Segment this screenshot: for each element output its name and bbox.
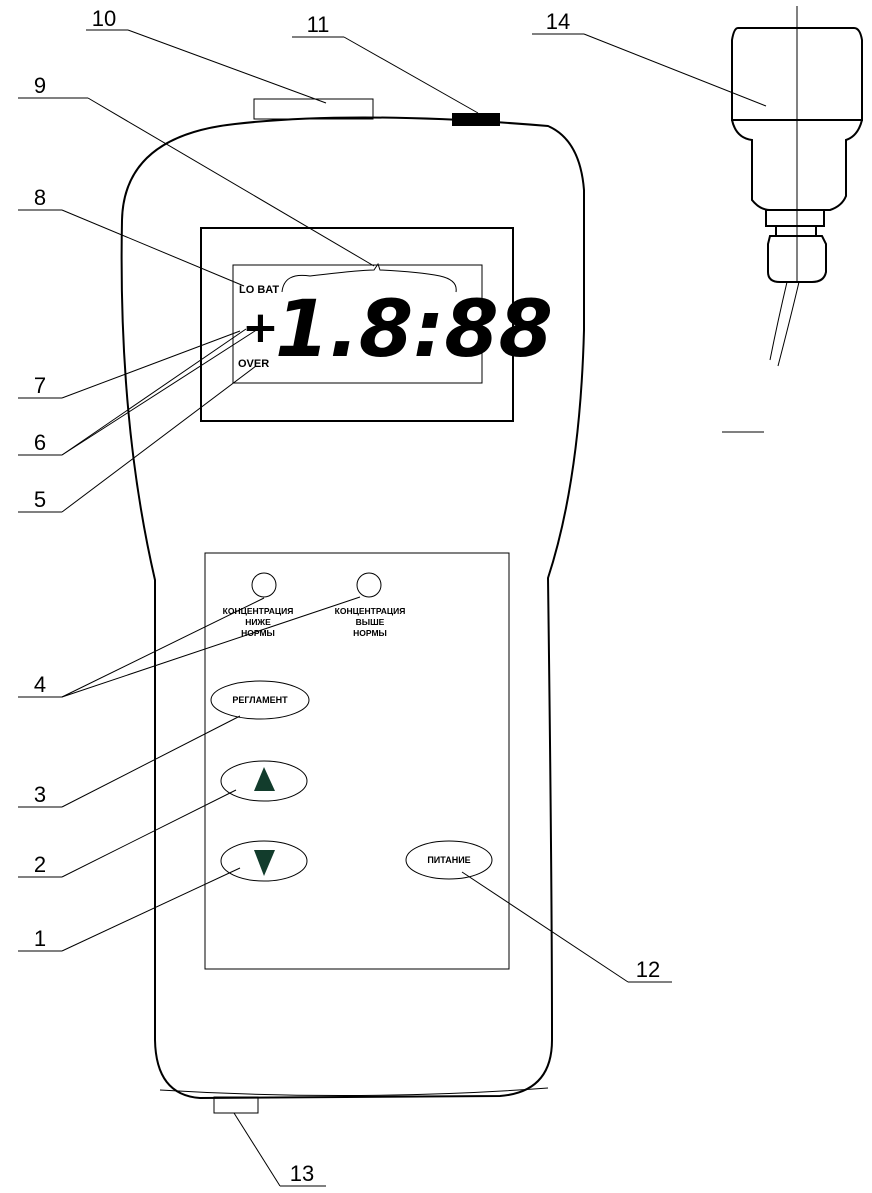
- svg-text:НИЖЕ: НИЖЕ: [245, 617, 271, 627]
- svg-text:КОНЦЕНТРАЦИЯ: КОНЦЕНТРАЦИЯ: [335, 606, 406, 616]
- callout-3: 3: [34, 782, 46, 807]
- digit-brace: [281, 262, 457, 293]
- svg-text:НОРМЫ: НОРМЫ: [241, 628, 275, 638]
- svg-text:НОРМЫ: НОРМЫ: [353, 628, 387, 638]
- callout-13: 13: [290, 1161, 314, 1186]
- callout-1: 1: [34, 926, 46, 951]
- up-button[interactable]: [220, 760, 308, 802]
- device-body: [120, 116, 585, 1100]
- callout-12: 12: [636, 957, 660, 982]
- callout-6: 6: [34, 430, 46, 455]
- callout-4: 4: [34, 672, 46, 697]
- down-button[interactable]: [220, 840, 308, 882]
- sensor-probe: [722, 6, 863, 433]
- display-window: LO BAT + 1.8:88 OVER: [200, 227, 553, 422]
- over-label: OVER: [238, 358, 269, 370]
- reglament-button[interactable]: РЕГЛАМЕНТ: [210, 680, 310, 720]
- svg-text:ВЫШЕ: ВЫШЕ: [356, 617, 385, 627]
- callout-11: 11: [307, 12, 330, 37]
- front-panel: [204, 552, 510, 970]
- top-connector: [253, 98, 374, 120]
- arrow-up-icon: [254, 767, 275, 791]
- svg-text:КОНЦЕНТРАЦИЯ: КОНЦЕНТРАЦИЯ: [223, 606, 294, 616]
- callout-8: 8: [34, 185, 46, 210]
- led-high-label: КОНЦЕНТРАЦИЯ ВЫШЕ НОРМЫ: [335, 606, 406, 638]
- callout-numbers: 1 2 3 4 5 6 7 8 9 10 11 12 13 14: [34, 6, 660, 1186]
- lcd-digits: 1.8:88: [275, 285, 553, 375]
- top-switch: [452, 113, 500, 126]
- arrow-down-icon: [254, 850, 275, 876]
- callout-2: 2: [34, 852, 46, 877]
- power-button[interactable]: ПИТАНИЕ: [405, 840, 493, 880]
- callout-7: 7: [34, 373, 46, 398]
- leader-lines: [18, 29, 767, 1187]
- bottom-connector: [213, 1096, 259, 1114]
- callout-9: 9: [34, 73, 46, 98]
- callout-5: 5: [34, 487, 46, 512]
- svg-text:РЕГЛАМЕНТ: РЕГЛАМЕНТ: [232, 695, 288, 705]
- svg-text:ПИТАНИЕ: ПИТАНИЕ: [427, 855, 470, 865]
- led-high-concentration: [356, 572, 382, 598]
- plus-sign: +: [242, 302, 279, 353]
- led-low-concentration: [251, 572, 277, 598]
- led-low-label: КОНЦЕНТРАЦИЯ НИЖЕ НОРМЫ: [223, 606, 294, 638]
- callout-14: 14: [546, 9, 570, 34]
- lo-bat-label: LO BAT: [239, 284, 279, 296]
- callout-10: 10: [92, 6, 116, 31]
